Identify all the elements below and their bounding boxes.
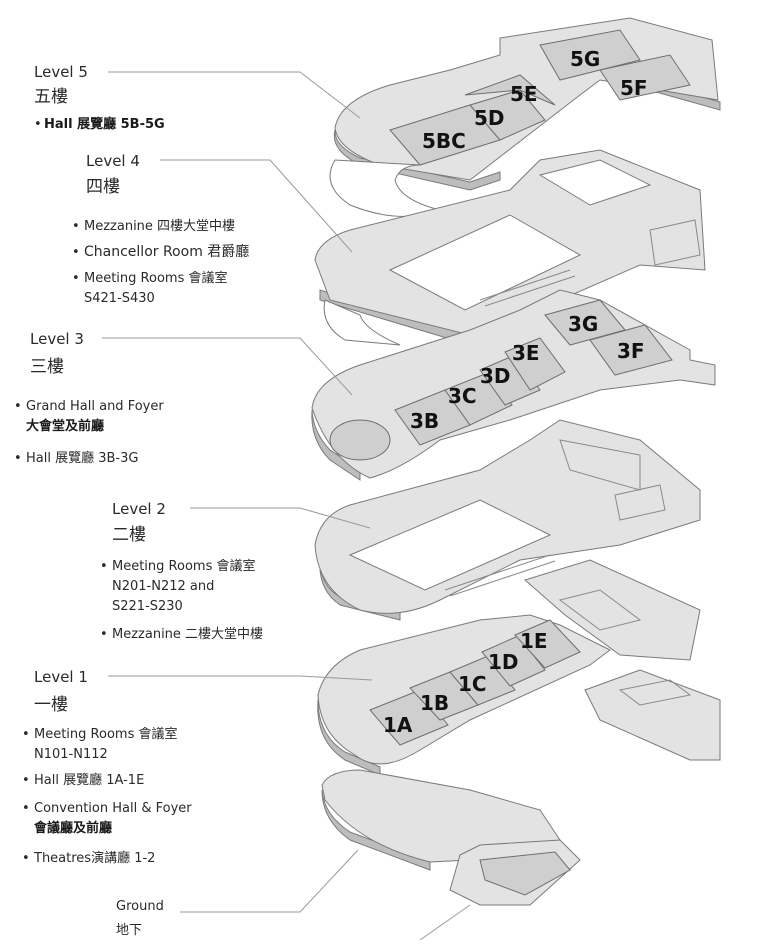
ground-floor bbox=[321, 769, 581, 906]
bullet-dot: • bbox=[22, 801, 30, 816]
level-1-item-convention: Convention Hall & Foyer bbox=[34, 801, 192, 816]
level-2-floor bbox=[314, 419, 701, 661]
level-2-item-meeting-range-s: S221-S230 bbox=[112, 599, 183, 614]
hall-label-1a: 1A bbox=[383, 713, 413, 737]
level-3-label-block: Level 3 三樓 • Grand Hall and Foyer 大會堂及前廳… bbox=[14, 330, 164, 466]
level-1-item-meeting: Meeting Rooms 會議室 bbox=[34, 726, 177, 742]
level-4-item-mezzanine: Mezzanine 四樓大堂中樓 bbox=[84, 219, 235, 234]
level-4-item-meeting-range: S421-S430 bbox=[84, 291, 155, 306]
hall-label-5d: 5D bbox=[474, 106, 505, 130]
ground-label-block: Ground 地下 bbox=[116, 899, 164, 938]
level-5-floor bbox=[329, 17, 721, 217]
hall-label-3d: 3D bbox=[480, 364, 511, 388]
hall-label-3e: 3E bbox=[512, 341, 540, 365]
bullet-dot: • bbox=[34, 117, 42, 132]
level-4-label-block: Level 4 四樓 • Mezzanine 四樓大堂中樓 • Chancell… bbox=[72, 152, 249, 306]
level-3-item-hall: Hall 展覽廳 3B-3G bbox=[26, 450, 138, 466]
hall-label-1c: 1C bbox=[458, 672, 487, 696]
hall-label-3g: 3G bbox=[568, 312, 598, 336]
level-1-label-block: Level 1 一樓 • Meeting Rooms 會議室 N101-N112… bbox=[22, 668, 192, 866]
hall-label-3b: 3B bbox=[410, 409, 439, 433]
level-2-label-block: Level 2 二樓 • Meeting Rooms 會議室 N201-N212… bbox=[100, 500, 263, 642]
level-4-atrium bbox=[388, 214, 582, 311]
hall-label-1e: 1E bbox=[520, 629, 548, 653]
level-2-item-meeting-range-n: N201-N212 and bbox=[112, 579, 214, 594]
hall-label-5f: 5F bbox=[620, 76, 648, 100]
hall-label-5e: 5E bbox=[510, 82, 538, 106]
grand-hall-area bbox=[329, 419, 391, 461]
bullet-dot: • bbox=[72, 271, 80, 286]
level-5-label-block: Level 5 五樓 • Hall 展覽廳 5B-5G bbox=[34, 63, 165, 132]
hall-1d-area bbox=[481, 635, 546, 687]
level-1-item-theatres: Theatres演講廳 1-2 bbox=[33, 850, 155, 866]
level-5-title: Level 5 bbox=[34, 63, 88, 81]
bullet-dot: • bbox=[72, 245, 80, 260]
hall-5d-area bbox=[469, 89, 546, 141]
level-3-item-grand-hall-cn: 大會堂及前廳 bbox=[26, 418, 104, 434]
level-1-cn: 一樓 bbox=[34, 695, 68, 715]
ground-cn: 地下 bbox=[116, 923, 142, 938]
hall-label-1b: 1B bbox=[420, 691, 449, 715]
hall-1e-area bbox=[514, 619, 581, 669]
level-1-item-convention-cn: 會議廳及前廳 bbox=[34, 820, 112, 836]
level-1-item-meeting-range: N101-N112 bbox=[34, 747, 108, 762]
level-2-atrium bbox=[348, 499, 552, 591]
level-3-title: Level 3 bbox=[30, 330, 84, 348]
hall-label-5bc: 5BC bbox=[422, 129, 466, 153]
hall-3d-area bbox=[479, 354, 541, 406]
level-4-floor bbox=[314, 149, 706, 346]
bullet-dot: • bbox=[14, 451, 22, 466]
level-1-title: Level 1 bbox=[34, 668, 88, 686]
level-4-cn: 四樓 bbox=[86, 177, 120, 197]
level-5-cn: 五樓 bbox=[34, 87, 68, 107]
level-2-item-meeting: Meeting Rooms 會議室 bbox=[112, 558, 255, 574]
hall-label-3c: 3C bbox=[448, 384, 477, 408]
level-3-item-grand-hall: Grand Hall and Foyer bbox=[26, 399, 164, 414]
bullet-dot: • bbox=[100, 627, 108, 642]
bullet-dot: • bbox=[100, 559, 108, 574]
bullet-dot: • bbox=[22, 773, 30, 788]
hall-5f-area bbox=[599, 54, 691, 101]
hall-3e-area bbox=[504, 337, 566, 391]
leader-lines bbox=[102, 71, 471, 941]
bullet-dot: • bbox=[14, 399, 22, 414]
hall-label-3f: 3F bbox=[617, 339, 645, 363]
level-2-item-mezzanine: Mezzanine 二樓大堂中樓 bbox=[112, 627, 263, 642]
hall-3f-area bbox=[589, 324, 673, 376]
level-4-item-meeting: Meeting Rooms 會議室 bbox=[84, 270, 227, 286]
hall-5g-area bbox=[539, 29, 641, 81]
level-4-title: Level 4 bbox=[86, 152, 140, 170]
ground-title: Ground bbox=[116, 899, 164, 914]
hall-label-5g: 5G bbox=[570, 47, 600, 71]
hall-label-1d: 1D bbox=[488, 650, 519, 674]
ground-annex-area bbox=[479, 851, 571, 896]
level-4-item-chancellor: Chancellor Room 君爵廳 bbox=[84, 243, 249, 260]
level-2-cn: 二樓 bbox=[112, 525, 146, 545]
hall-1c-area bbox=[449, 655, 516, 706]
level-1-item-hall: Hall 展覽廳 1A-1E bbox=[34, 772, 144, 788]
bullet-dot: • bbox=[72, 219, 80, 234]
level-3-cn: 三樓 bbox=[30, 357, 64, 377]
level-1-floor bbox=[317, 614, 721, 776]
bullet-dot: • bbox=[22, 851, 30, 866]
bullet-dot: • bbox=[22, 727, 30, 742]
hall-5e-area bbox=[464, 74, 556, 106]
level-5-item-hall: Hall 展覽廳 5B-5G bbox=[44, 116, 165, 132]
level-2-title: Level 2 bbox=[112, 500, 166, 518]
level-3-floor bbox=[311, 289, 716, 481]
